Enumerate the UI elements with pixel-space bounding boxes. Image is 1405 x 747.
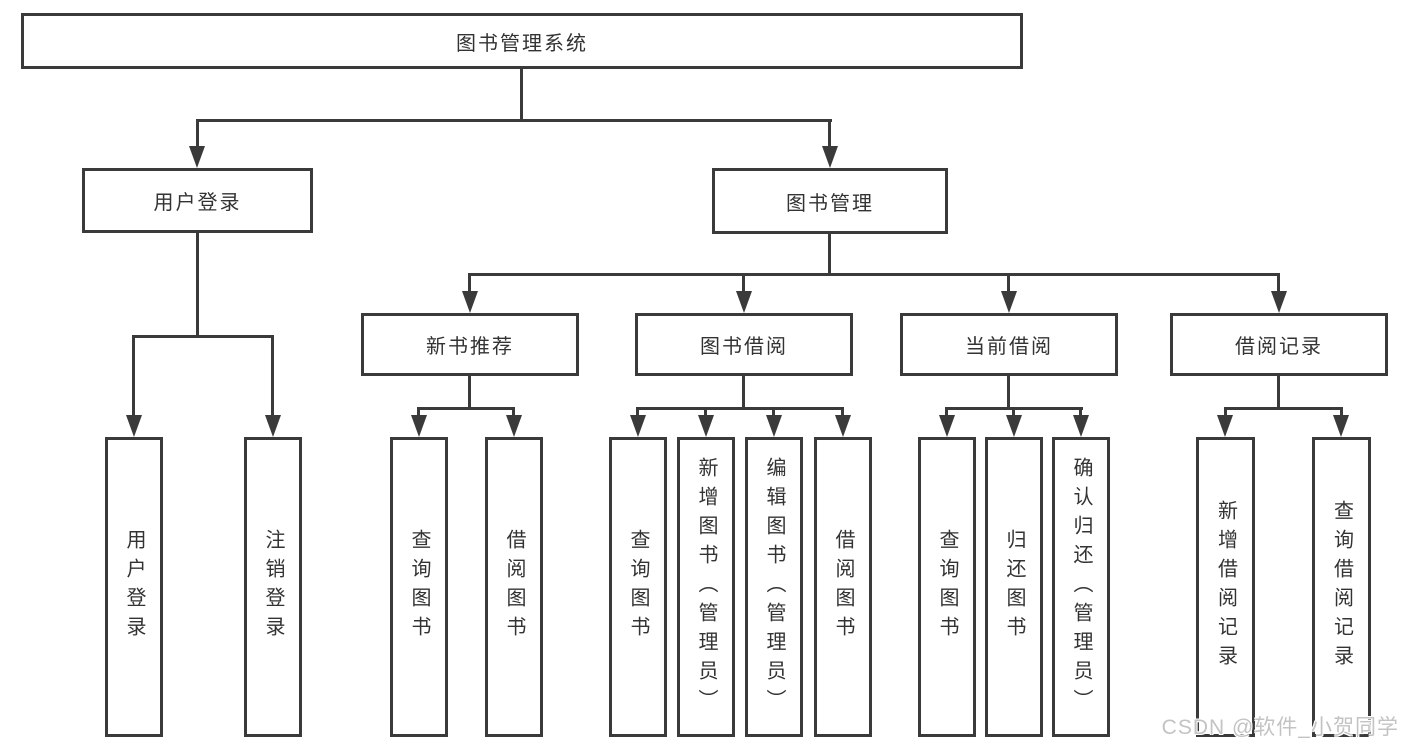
leaf-edit-books-admin: 编辑图书（管理员） bbox=[745, 437, 803, 737]
node-current-borrowing: 当前借阅 bbox=[900, 313, 1118, 376]
arrowhead-query-borrow-record bbox=[1333, 415, 1349, 437]
leaf-query-books-current-label: 查询图书 bbox=[936, 529, 958, 645]
leaf-borrow-books-recommend: 借阅图书 bbox=[485, 437, 543, 737]
connector-bookmgmt-stub3 bbox=[1007, 273, 1010, 293]
node-new-book-recommend: 新书推荐 bbox=[361, 313, 579, 376]
connector-root-stub-right bbox=[828, 119, 831, 149]
arrowhead-leaf-logout bbox=[265, 415, 281, 437]
leaf-return-books-label: 归还图书 bbox=[1003, 529, 1025, 645]
connector-borrowing-stub2 bbox=[704, 407, 707, 418]
arrowhead-book-borrowing bbox=[736, 291, 752, 313]
arrowhead-leaf-user-login bbox=[126, 415, 142, 437]
leaf-add-books-admin: 新增图书（管理员） bbox=[677, 437, 735, 737]
connector-userlogin-stub2 bbox=[271, 335, 274, 417]
node-borrowing-records: 借阅记录 bbox=[1170, 313, 1388, 376]
leaf-confirm-return-admin: 确认归还（管理员） bbox=[1052, 437, 1110, 737]
leaf-add-borrow-record-label: 新增借阅记录 bbox=[1214, 500, 1237, 674]
arrowhead-return-books bbox=[1006, 415, 1022, 437]
leaf-add-books-admin-label: 新增图书（管理员） bbox=[695, 456, 717, 718]
node-book-borrowing: 图书借阅 bbox=[635, 313, 853, 376]
arrowhead-book-management bbox=[822, 146, 838, 168]
leaf-query-books-recommend: 查询图书 bbox=[390, 437, 448, 737]
csdn-watermark: CSDN @软件_小贺同学 bbox=[1161, 716, 1399, 739]
connector-recommend-vline bbox=[468, 376, 471, 409]
connector-bookmgmt-hline bbox=[468, 273, 1280, 276]
connector-records-stub1 bbox=[1224, 407, 1227, 418]
leaf-query-borrow-record: 查询借阅记录 bbox=[1312, 437, 1371, 737]
connector-recommend-stub2 bbox=[512, 407, 515, 418]
arrowhead-edit-books-admin bbox=[766, 415, 782, 437]
leaf-user-login-label: 用户登录 bbox=[123, 529, 145, 645]
arrowhead-query-books-current bbox=[939, 415, 955, 437]
leaf-confirm-return-admin-label: 确认归还（管理员） bbox=[1070, 456, 1092, 718]
leaf-query-books-recommend-label: 查询图书 bbox=[408, 529, 430, 645]
arrowhead-add-books-admin bbox=[698, 415, 714, 437]
node-user-login: 用户登录 bbox=[82, 168, 313, 233]
node-root: 图书管理系统 bbox=[21, 13, 1023, 69]
connector-current-stub1 bbox=[945, 407, 948, 418]
connector-bookmgmt-vline bbox=[828, 234, 831, 275]
leaf-borrow-books: 借阅图书 bbox=[814, 437, 872, 737]
node-book-management: 图书管理 bbox=[712, 168, 948, 234]
connector-recommend-hline bbox=[417, 407, 515, 410]
leaf-borrow-books-label: 借阅图书 bbox=[832, 529, 854, 645]
connector-borrowing-stub3 bbox=[772, 407, 775, 418]
connector-borrowing-hline bbox=[636, 407, 844, 410]
leaf-query-books-borrow-label: 查询图书 bbox=[627, 529, 649, 645]
connector-recommend-stub1 bbox=[417, 407, 420, 418]
arrowhead-borrow-books bbox=[835, 415, 851, 437]
arrowhead-query-books-recommend bbox=[411, 415, 427, 437]
connector-root-hline bbox=[196, 119, 832, 122]
connector-userlogin-stub1 bbox=[132, 335, 135, 417]
arrowhead-add-borrow-record bbox=[1217, 415, 1233, 437]
connector-bookmgmt-stub2 bbox=[742, 273, 745, 293]
connector-userlogin-vline bbox=[196, 233, 199, 337]
leaf-return-books: 归还图书 bbox=[985, 437, 1043, 737]
connector-current-vline bbox=[1007, 376, 1010, 409]
connector-records-hline bbox=[1224, 407, 1342, 410]
connector-current-stub3 bbox=[1079, 407, 1082, 418]
leaf-logout-label: 注销登录 bbox=[262, 529, 284, 645]
connector-root-vline bbox=[520, 69, 523, 121]
connector-records-stub2 bbox=[1340, 407, 1343, 418]
leaf-add-borrow-record: 新增借阅记录 bbox=[1196, 437, 1255, 737]
leaf-query-books-borrow: 查询图书 bbox=[609, 437, 667, 737]
connector-root-stub-left bbox=[196, 119, 199, 149]
leaf-query-books-current: 查询图书 bbox=[918, 437, 976, 737]
arrowhead-confirm-return-admin bbox=[1073, 415, 1089, 437]
leaf-borrow-books-recommend-label: 借阅图书 bbox=[503, 529, 525, 645]
leaf-query-borrow-record-label: 查询借阅记录 bbox=[1330, 500, 1353, 674]
connector-borrowing-stub4 bbox=[841, 407, 844, 418]
leaf-edit-books-admin-label: 编辑图书（管理员） bbox=[763, 456, 785, 718]
arrowhead-borrowing-records bbox=[1271, 291, 1287, 313]
leaf-logout: 注销登录 bbox=[244, 437, 302, 737]
arrowhead-current-borrowing bbox=[1001, 291, 1017, 313]
connector-borrowing-stub1 bbox=[636, 407, 639, 418]
arrowhead-new-book-recommend bbox=[462, 291, 478, 313]
connector-current-stub2 bbox=[1012, 407, 1015, 418]
arrowhead-user-login bbox=[189, 146, 205, 168]
connector-records-vline bbox=[1277, 376, 1280, 409]
leaf-user-login: 用户登录 bbox=[105, 437, 163, 737]
connector-bookmgmt-stub4 bbox=[1277, 273, 1280, 293]
arrowhead-query-books-borrow bbox=[630, 415, 646, 437]
connector-userlogin-hline bbox=[132, 335, 274, 338]
connector-borrowing-vline bbox=[742, 376, 745, 409]
connector-bookmgmt-stub1 bbox=[468, 273, 471, 293]
arrowhead-borrow-books-recommend bbox=[506, 415, 522, 437]
